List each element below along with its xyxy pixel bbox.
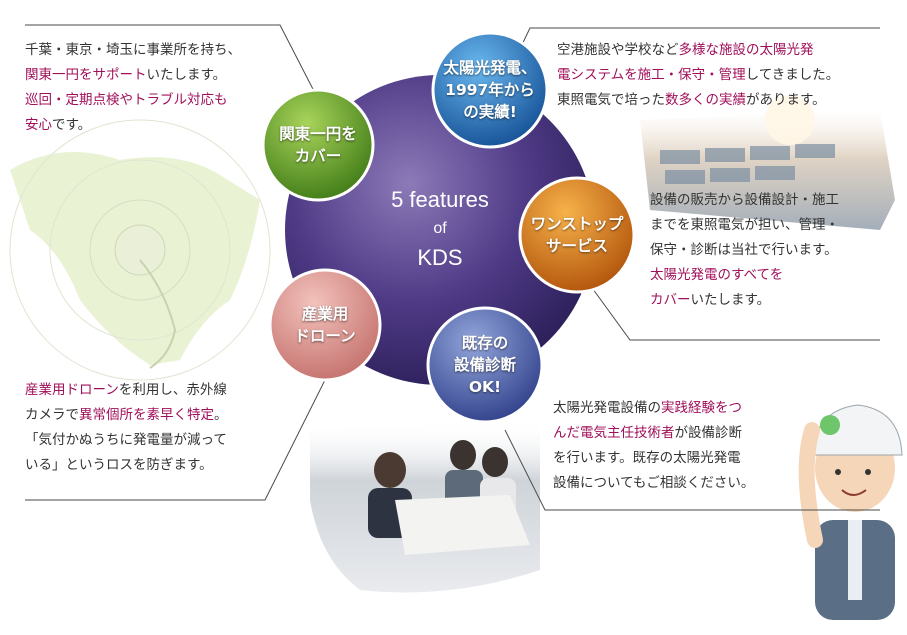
bubble-solar [431,31,549,149]
center-title-line: KDS [417,245,463,270]
desc-highlight: 安心 [25,117,52,133]
desc-text: です。 [52,117,92,133]
center-title-line: 5 features [391,187,489,212]
desc-line: カバーいたします。 [650,288,839,313]
desc-line: を行います。既存の太陽光発電 [553,450,741,466]
desc-highlight: 異常個所を素早く特定 [79,407,214,423]
desc-line: 空港施設や学校など多様な施設の太陽光発 [557,38,839,63]
desc-text: があります。 [746,92,826,108]
desc-text: 。 [214,407,228,423]
desc-highlight: んだ電気主任技術者 [553,425,675,441]
desc-text: が設備診断 [674,425,743,441]
desc-line: 電システムを施工・保守・管理してきました。 [557,63,839,88]
label-line: カバー [294,147,342,165]
label-line: ドローン [294,327,356,345]
desc-line: 東照電気で培った数多くの実績があります。 [557,88,839,113]
label-line: OK! [468,378,502,396]
meeting-photo [310,420,540,593]
bubble-kanto [261,88,375,202]
center-title-line: of [433,220,447,237]
desc-text: いたします。 [146,67,227,83]
label-line: 既存の [461,334,509,352]
bubble-drone-label: 産業用 ドローン [270,303,380,347]
desc-diagnosis: 太陽光発電設備の実践経験をつ んだ電気主任技術者が設備診断 を行います。既存の太… [553,396,754,496]
desc-line: いる」というロスを防ぎます。 [25,457,213,473]
desc-line: カメラで異常個所を素早く特定。 [25,403,228,428]
desc-drone: 産業用ドローンを利用し、赤外線 カメラで異常個所を素早く特定。 「気付かぬうちに… [25,378,228,478]
desc-text: 太陽光発電設備の [553,400,661,416]
desc-highlight: 太陽光発電のすべてを [650,267,784,283]
desc-line: んだ電気主任技術者が設備診断 [553,421,754,446]
desc-highlight: 産業用ドローン [25,382,119,398]
desc-line: 太陽光発電設備の実践経験をつ [553,396,754,421]
label-line: の実績! [463,103,517,121]
desc-highlight: 電システムを施工・保守・管理 [557,67,746,83]
desc-text: 空港施設や学校など [557,42,679,58]
bubble-diagnosis [426,306,544,424]
desc-highlight: 巡回・定期点検やトラブル対応も [25,92,228,108]
desc-highlight: 実践経験をつ [661,400,742,416]
kanto-map-illustration [9,119,271,381]
bubble-onestop-label: ワンストップ サービス [520,213,634,257]
desc-line: 保守・診断は当社で行います。 [650,242,838,258]
desc-text: いたします。 [690,292,771,308]
label-line: 産業用 [301,305,349,323]
worker-mascot [798,404,903,620]
label-line: 太陽光発電、 [443,59,537,77]
desc-line: 設備についてもご相談ください。 [553,475,755,491]
label-line: 1997年から [445,81,535,99]
label-line: サービス [545,237,608,255]
desc-text: を利用し、赤外線 [118,382,227,398]
bubble-solar-label: 太陽光発電、 1997年から の実績! [433,57,547,123]
desc-text: してきました。 [745,67,840,83]
desc-solar: 空港施設や学校など多様な施設の太陽光発 電システムを施工・保守・管理してきました… [557,38,839,113]
bubble-drone [268,268,382,382]
desc-line: 関東一円をサポートいたします。 [25,63,241,88]
label-line: 設備診断 [453,356,516,374]
desc-highlight: カバー [650,292,691,308]
desc-line: 千葉・東京・埼玉に事業所を持ち、 [25,42,241,58]
solar-panel-photo [640,95,895,230]
desc-text: 東照電気で培った [557,92,665,108]
desc-kanto: 千葉・東京・埼玉に事業所を持ち、 関東一円をサポートいたします。 巡回・定期点検… [25,38,241,138]
desc-line: 安心です。 [25,113,241,138]
desc-text: カメラで [25,407,79,423]
desc-line: までを東照電気が担い、管理・ [650,217,839,233]
desc-onestop: 設備の販売から設備設計・施工 までを東照電気が担い、管理・ 保守・診断は当社で行… [650,188,839,313]
bubble-diagnosis-label: 既存の 設備診断 OK! [428,332,542,398]
label-line: 関東一円を [279,125,357,143]
desc-highlight: 多様な施設の太陽光発 [678,42,814,58]
desc-line: 「気付かぬうちに発電量が減って [25,432,227,448]
label-line: ワンストップ [530,215,624,233]
desc-line: 設備の販売から設備設計・施工 [650,192,839,208]
center-title: 5 features of KDS [360,185,520,272]
bubble-onestop [518,176,636,294]
desc-highlight: 関東一円をサポート [25,67,147,83]
desc-highlight: 数多くの実績 [665,92,746,108]
bubble-kanto-label: 関東一円を カバー [263,123,373,167]
desc-line: 産業用ドローンを利用し、赤外線 [25,378,228,403]
